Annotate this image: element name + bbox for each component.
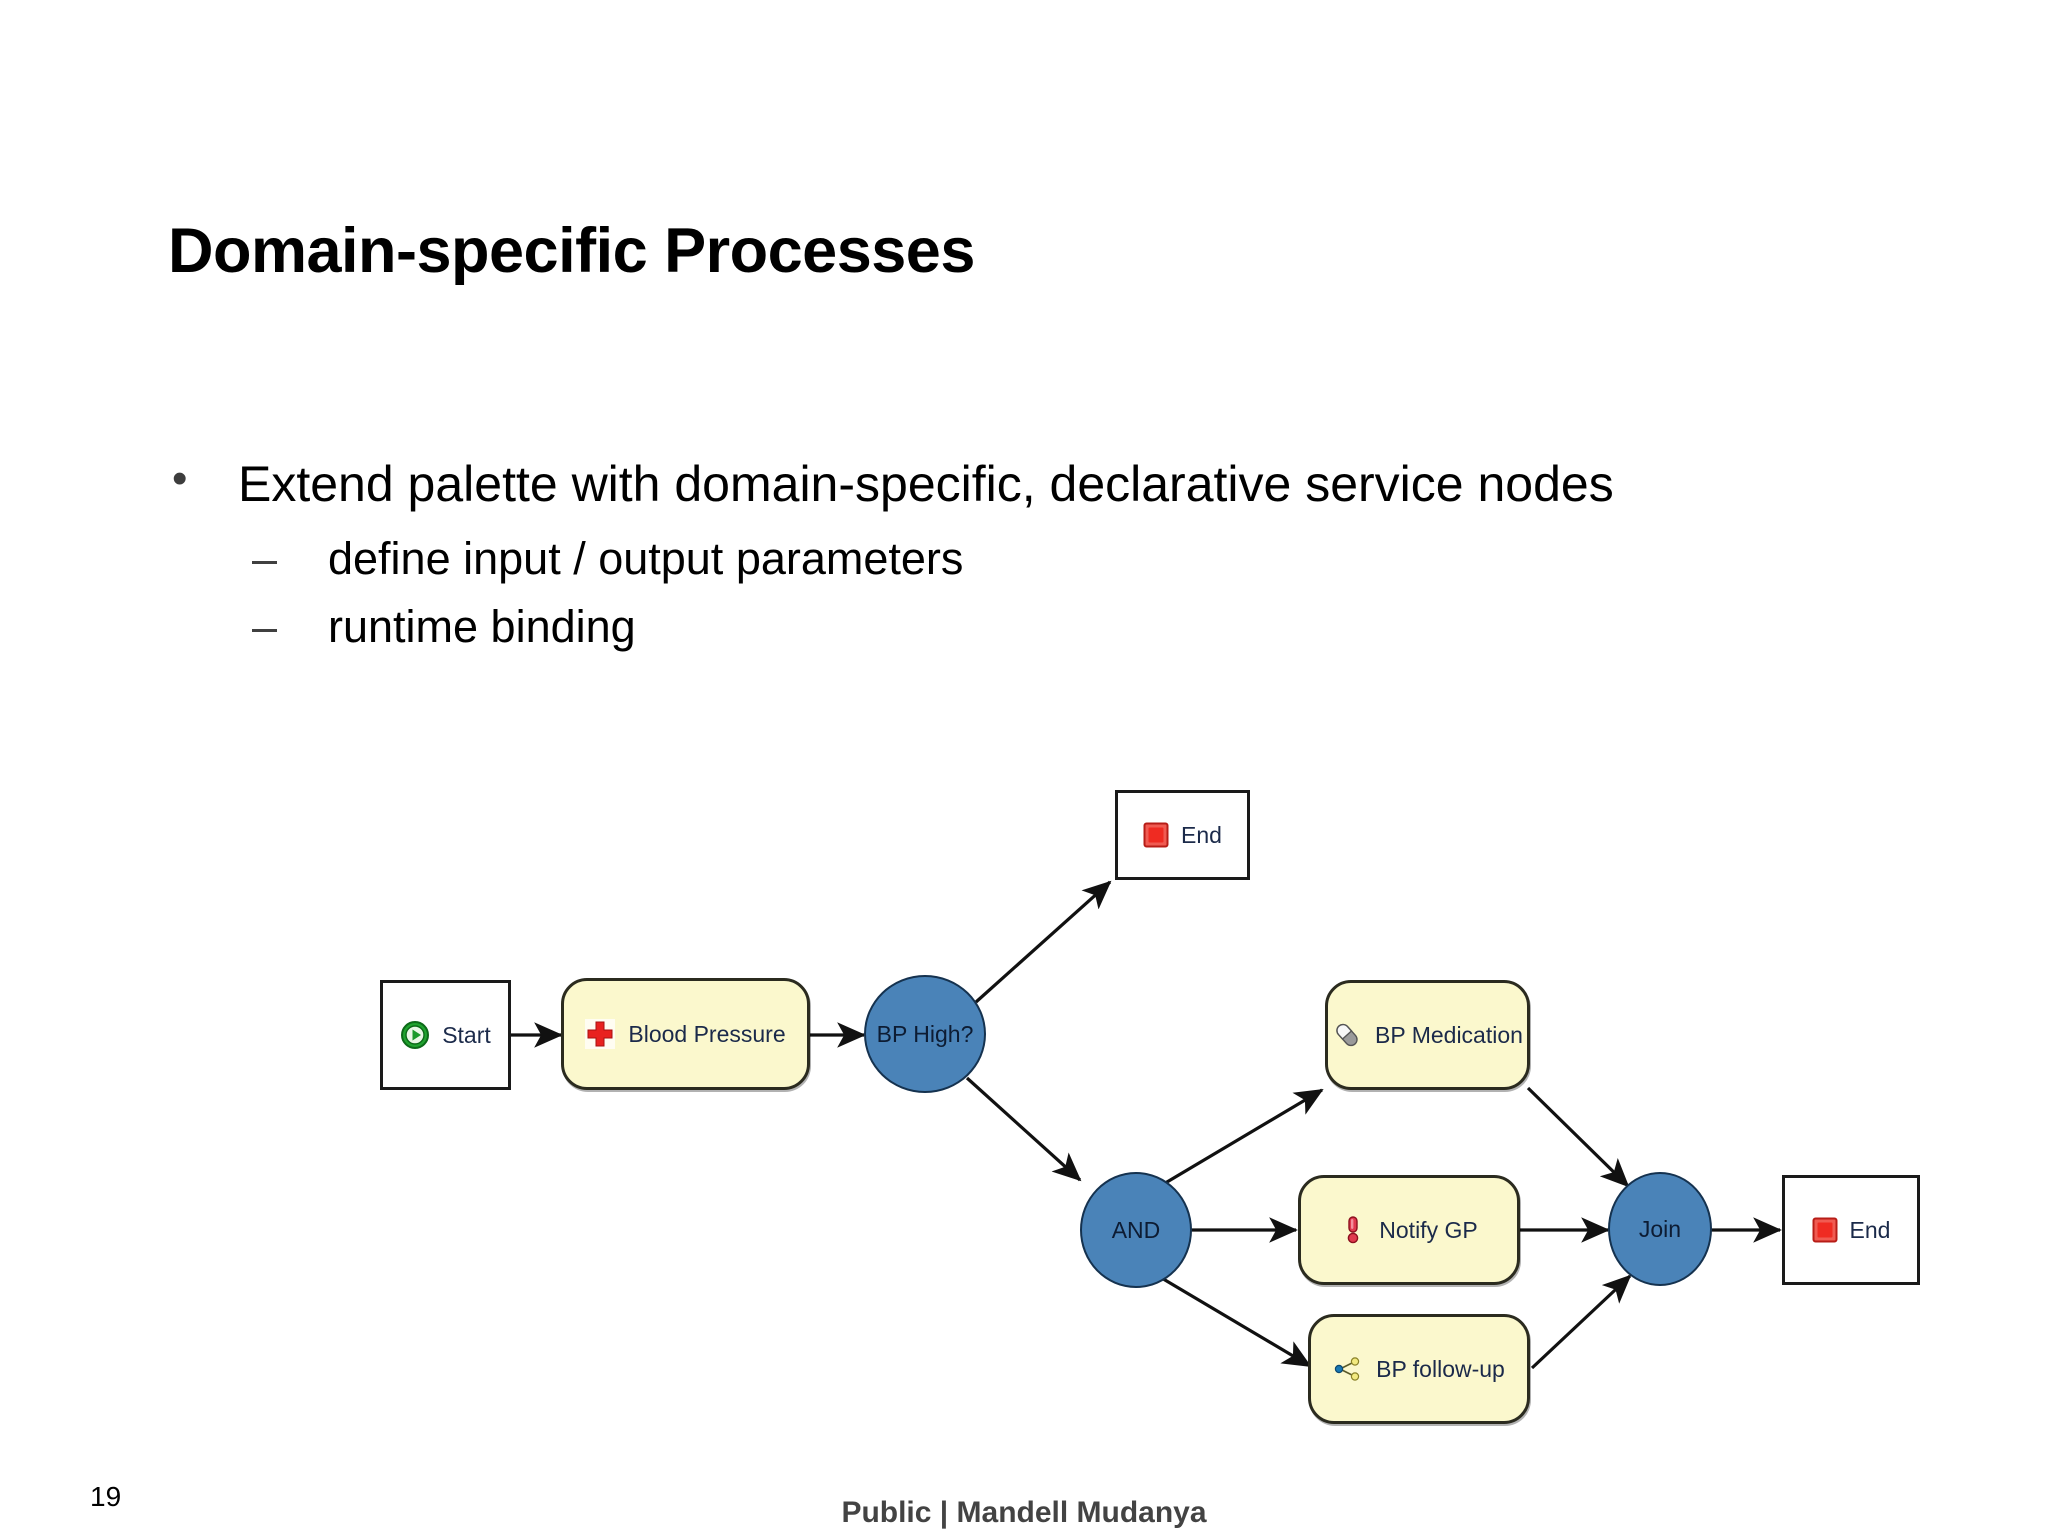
node-bp-followup-label: BP follow-up [1376,1355,1505,1382]
bullet-list: • Extend palette with domain-specific, d… [160,454,1860,661]
process-flow-diagram: Start Blood Pressure BP High? End AND [380,790,2040,1520]
edge-and-to-bp-followup [1137,1262,1312,1368]
page-title: Domain-specific Processes [168,216,975,286]
node-start[interactable]: Start [380,980,511,1090]
node-and[interactable]: AND [1080,1172,1192,1288]
list-item-label: runtime binding [328,600,636,652]
list-item-label: Extend palette with domain-specific, dec… [238,456,1614,512]
node-notify-gp-label: Notify GP [1379,1216,1478,1243]
node-bp-medication[interactable]: BP Medication [1325,980,1530,1090]
branch-icon [1333,1355,1363,1383]
node-end-top[interactable]: End [1115,790,1250,880]
node-bp-high-label: BP High? [876,1020,974,1047]
diagram-edges [511,880,1782,1370]
node-join-label: Join [1638,1215,1682,1242]
node-end-right-label: End [1849,1216,1891,1243]
list-item: • Extend palette with domain-specific, d… [160,454,1838,513]
bullet-marker: – [252,533,278,584]
node-end-right[interactable]: End [1782,1175,1920,1285]
list-item: – define input / output parameters [160,525,1860,593]
red-stop-icon [1143,822,1169,848]
edge-and-to-bp-medication [1139,1088,1324,1200]
red-stop-icon [1812,1217,1838,1243]
page-number: 19 [90,1481,122,1512]
node-bp-medication-label: BP Medication [1375,1021,1523,1048]
pill-icon [1332,1020,1362,1050]
node-bp-high[interactable]: BP High? [864,975,986,1093]
node-blood-pressure[interactable]: Blood Pressure [561,978,810,1090]
node-blood-pressure-label: Blood Pressure [628,1020,786,1047]
node-join[interactable]: Join [1608,1172,1712,1286]
edge-bp-high-to-and [965,1076,1082,1182]
node-start-label: Start [442,1021,491,1048]
red-cross-icon [585,1019,616,1049]
bullet-marker: – [252,600,278,652]
node-end-top-label: End [1181,821,1222,848]
list-item: – runtime binding [160,593,1860,661]
edge-bp-high-to-end-top [974,880,1112,1004]
node-notify-gp[interactable]: Notify GP [1298,1175,1520,1285]
edge-bp-followup-to-join [1530,1274,1632,1370]
node-bp-followup[interactable]: BP follow-up [1308,1314,1530,1424]
alert-icon [1340,1215,1366,1245]
slide-footer: Public | Mandell Mudanya [841,1496,1207,1529]
play-circle-icon [400,1020,430,1050]
list-item-label: define input / output parameters [328,533,964,584]
bullet-marker: • [172,454,188,503]
node-and-label: AND [1111,1216,1161,1243]
edge-bp-medication-to-join [1526,1086,1630,1188]
